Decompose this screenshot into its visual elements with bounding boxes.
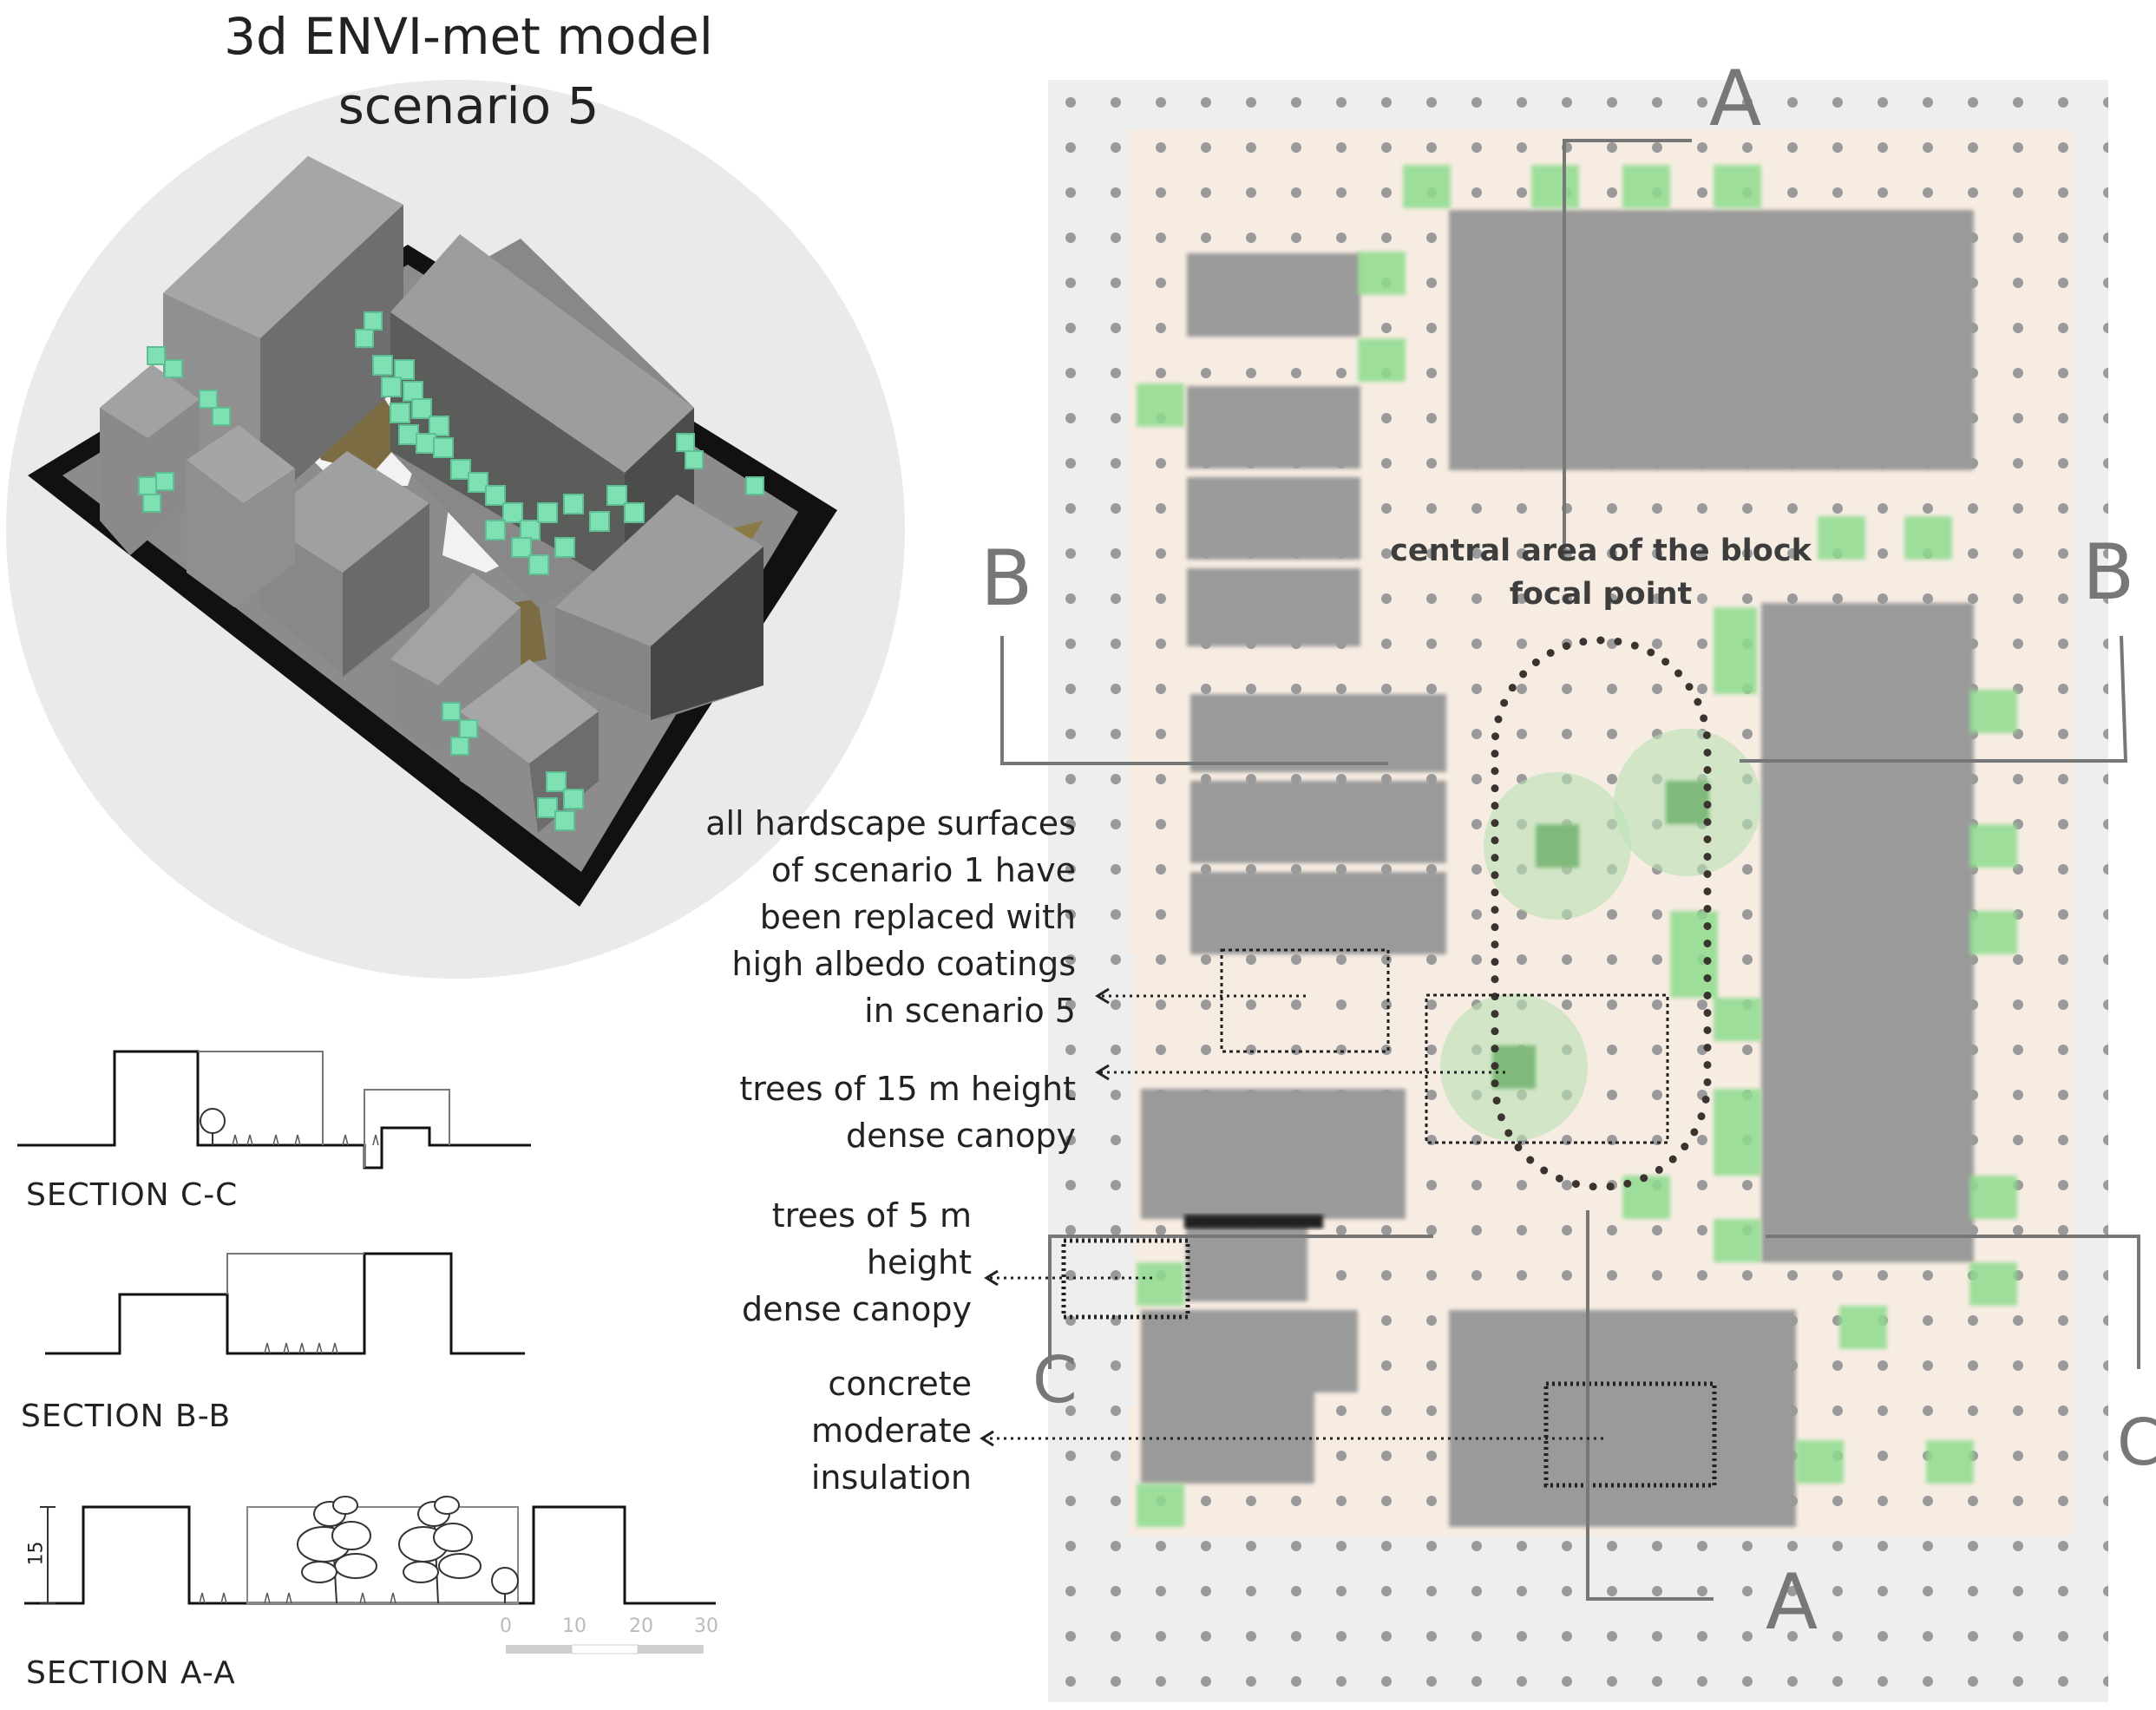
hardscape-line-5: in scenario 5 <box>864 992 1076 1030</box>
hardscape-annotation: all hardscape surfaces of scenario 1 hav… <box>607 800 1076 1034</box>
model-building <box>555 495 763 720</box>
hardscape-line-2: of scenario 1 have <box>770 851 1076 889</box>
section-aa-drawing <box>24 1496 716 1654</box>
section-tree-small <box>491 1567 519 1595</box>
plan-building <box>1761 603 1974 1262</box>
cut-line-a-top <box>1563 139 1692 555</box>
section-cut-lines <box>1000 139 2140 1601</box>
tree15-detail-box <box>1425 993 1669 1144</box>
section-bb-label: SECTION B-B <box>21 1399 232 1434</box>
focal-line-1: central area of the block <box>1390 534 1812 568</box>
concrete-line-1: concrete <box>828 1365 972 1403</box>
focal-line-2: focal point <box>1509 577 1693 612</box>
tree5-detail-box <box>1061 1238 1190 1320</box>
arrow-heads <box>980 987 1110 1447</box>
section-marker-a-bottom: A <box>1766 1557 1819 1647</box>
hardscape-line-4: high albedo coatings <box>731 945 1076 983</box>
scale-tick-0: 0 <box>500 1615 512 1637</box>
cut-line-c-right <box>1766 1235 2140 1369</box>
scale-tick-30: 30 <box>694 1615 718 1637</box>
model-building <box>100 364 200 555</box>
concrete-detail-box <box>1543 1381 1717 1488</box>
plan-trees-5m <box>1137 165 2017 1527</box>
detail-boxes <box>1061 948 1717 1488</box>
cut-line-b-right <box>1740 635 2128 763</box>
plan-building <box>1141 1310 1358 1392</box>
section-tree-large <box>297 1496 377 1604</box>
section-marker-b-right: B <box>2082 527 2135 617</box>
hardscape-line-3: been replaced with <box>759 898 1076 936</box>
height-dimension-label: 15 <box>25 1541 48 1566</box>
trees5-line-3: dense canopy <box>742 1290 972 1328</box>
cut-line-a-bottom <box>1586 1210 1714 1601</box>
plan-building <box>1190 872 1446 954</box>
scale-tick-10: 10 <box>562 1615 587 1637</box>
trees15-line-2: dense canopy <box>846 1117 1076 1155</box>
section-aa-label: SECTION A-A <box>26 1655 236 1691</box>
section-marker-a-top: A <box>1709 54 1762 143</box>
plan-building <box>1187 568 1360 646</box>
plan-building <box>1187 386 1360 468</box>
focal-point-label: central area of the block focal point <box>1379 529 1822 616</box>
section-bb-drawing <box>45 1252 525 1355</box>
trees5-annotation: trees of 5 m height dense canopy <box>625 1192 972 1333</box>
plan-building <box>1141 1089 1406 1219</box>
hardscape-line-1: all hardscape surfaces <box>705 804 1076 842</box>
plan-building <box>1449 210 1974 470</box>
model-building <box>187 425 295 607</box>
scale-bar <box>506 1644 704 1654</box>
scale-tick-20: 20 <box>629 1615 653 1637</box>
section-cc-label: SECTION C-C <box>26 1177 239 1213</box>
cut-line-c-left <box>1048 1235 1433 1369</box>
plan-building <box>1190 694 1446 772</box>
model-3d-view <box>6 80 905 979</box>
section-marker-c-right: C <box>2117 1405 2156 1480</box>
plan-building <box>1187 253 1360 337</box>
trees15-annotation: trees of 15 m height dense canopy <box>659 1065 1076 1159</box>
focal-point-outline <box>1491 636 1712 1191</box>
section-marker-c-left: C <box>1032 1343 1078 1418</box>
model-building <box>260 451 429 677</box>
hardscape-detail-box <box>1220 948 1390 1053</box>
trees15-line-1: trees of 15 m height <box>739 1070 1076 1108</box>
plan-building <box>1187 477 1360 560</box>
plan-trees-15m <box>1440 729 1761 1141</box>
title-line-2: scenario 5 <box>337 76 600 135</box>
plan-building <box>1449 1310 1796 1527</box>
annotation-arrows <box>985 994 1603 1440</box>
concrete-line-3: insulation <box>810 1458 972 1497</box>
concrete-line-2: moderate <box>811 1412 972 1450</box>
section-marker-b-left: B <box>980 534 1033 623</box>
trees5-line-2: height <box>866 1243 972 1281</box>
section-tree-large <box>398 1496 482 1604</box>
plan-buildings <box>1141 210 1974 1527</box>
plan-building <box>1190 781 1446 863</box>
title-line-1: 3d ENVI-met model <box>224 7 713 66</box>
model-trees <box>138 311 764 831</box>
cut-line-b-left <box>1000 636 1388 765</box>
section-cc-drawing <box>17 1050 531 1169</box>
site-plan <box>1000 80 2140 1702</box>
concrete-annotation: concrete moderate insulation <box>694 1360 972 1501</box>
trees5-line-1: trees of 5 m <box>771 1196 972 1235</box>
